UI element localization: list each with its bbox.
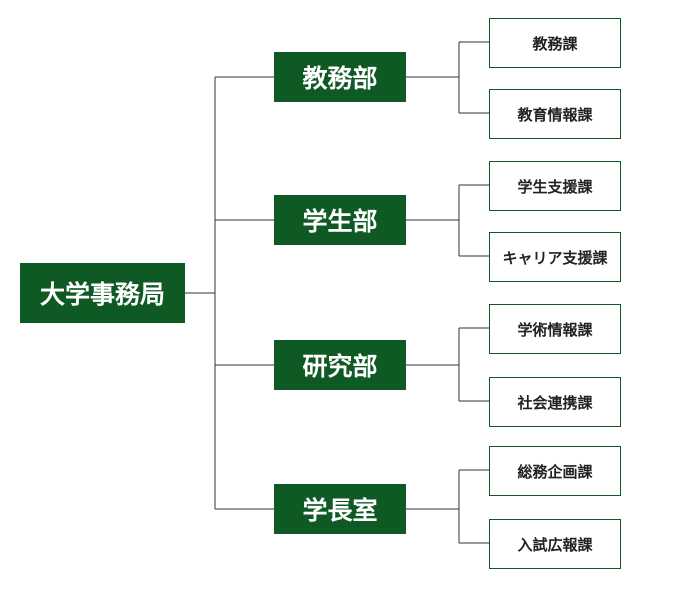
section-node: 教務課 [489,18,621,68]
section-node: 教育情報課 [489,89,621,139]
section-node: 学生支援課 [489,161,621,211]
section-node: 学術情報課 [489,304,621,354]
section-node: 入試広報課 [489,519,621,569]
section-node: 総務企画課 [489,446,621,496]
section-node: 社会連携課 [489,377,621,427]
department-node: 学長室 [274,484,406,534]
department-node: 教務部 [274,52,406,102]
department-node: 学生部 [274,195,406,245]
department-node: 研究部 [274,340,406,390]
root-node: 大学事務局 [20,263,185,323]
section-node: キャリア支援課 [489,232,621,282]
